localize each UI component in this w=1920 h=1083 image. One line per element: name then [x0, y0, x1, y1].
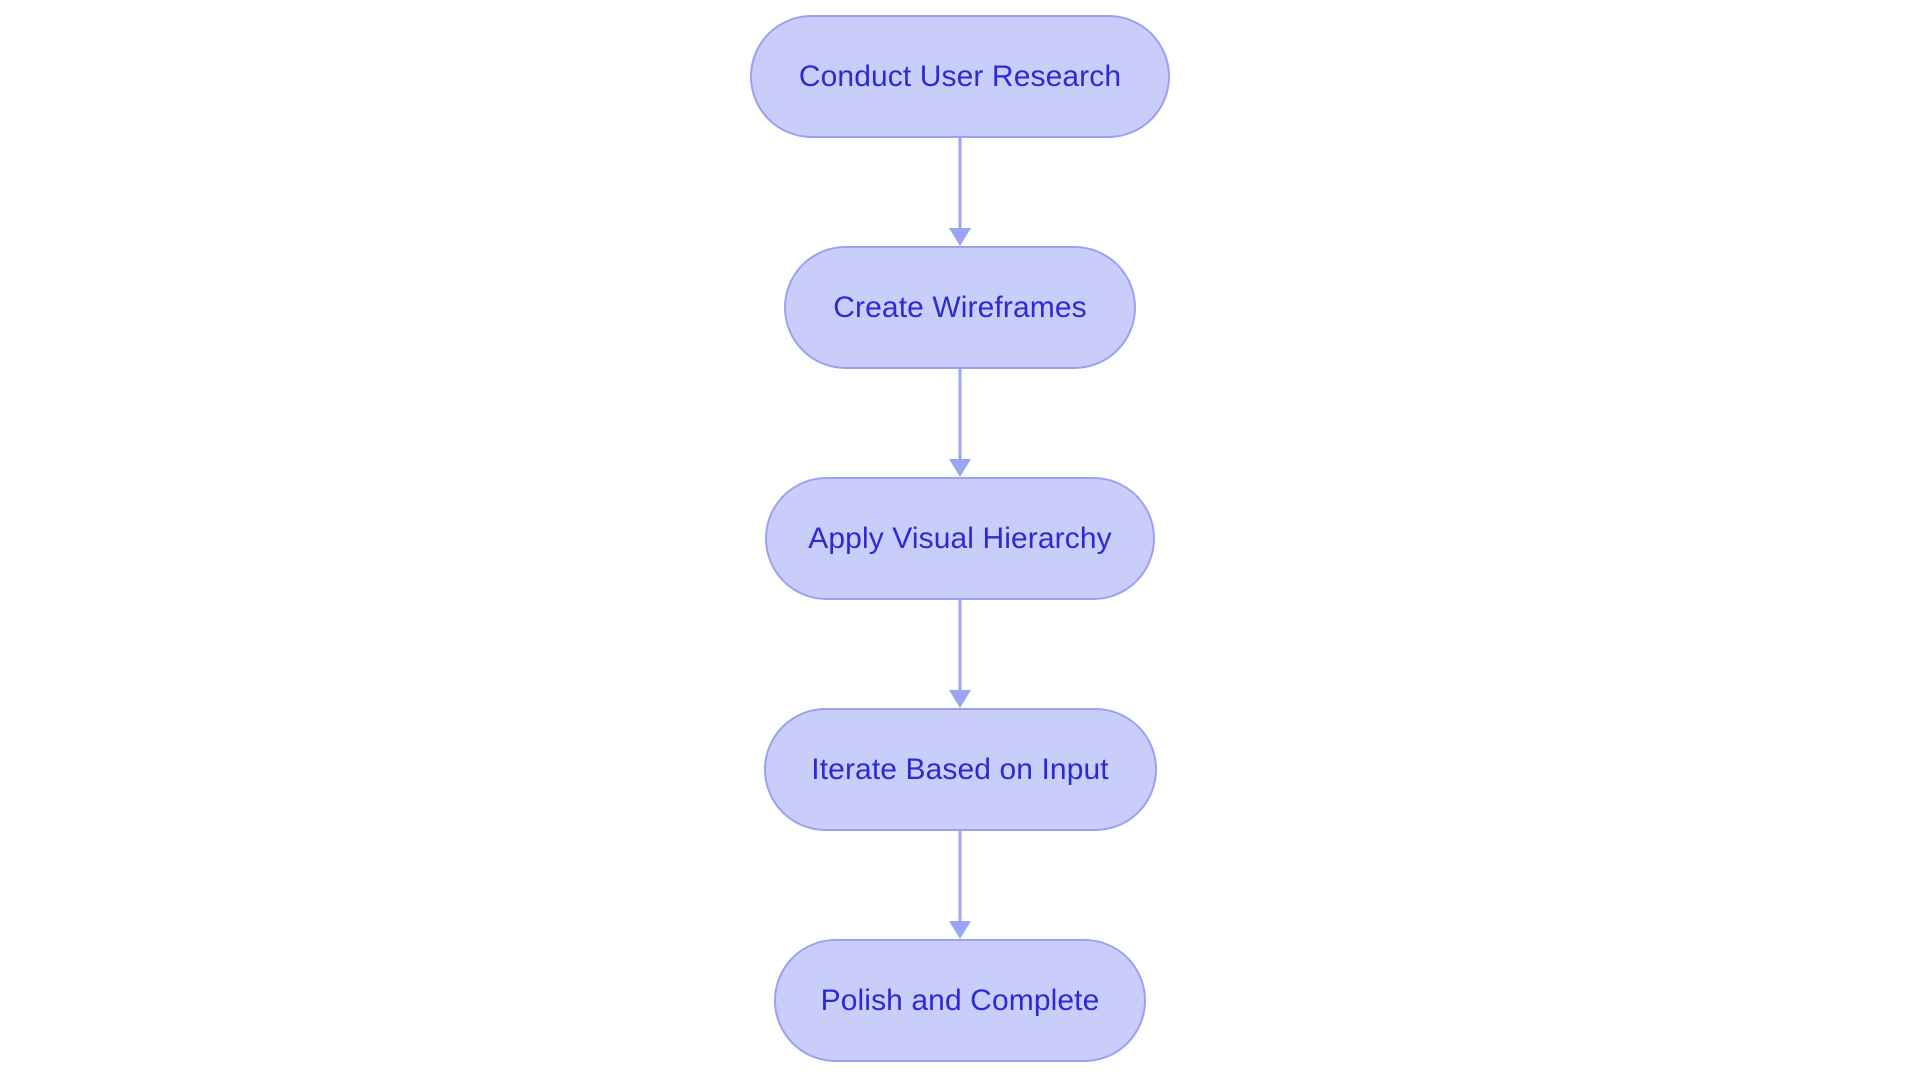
flow-node-label: Conduct User Research [798, 59, 1122, 93]
arrow-down-icon [949, 600, 971, 708]
flow-node-label: Apply Visual Hierarchy [808, 521, 1112, 555]
flow-node-polish-and-complete[interactable]: Polish and Complete [774, 939, 1146, 1062]
arrow-down-icon [949, 831, 971, 939]
flow-node-iterate-based-on-input[interactable]: Iterate Based on Input [763, 708, 1157, 831]
flow-node-conduct-user-research[interactable]: Conduct User Research [750, 15, 1170, 138]
arrow-down-icon [949, 369, 971, 477]
flow-node-label: Create Wireframes [833, 290, 1087, 324]
flow-node-apply-visual-hierarchy[interactable]: Apply Visual Hierarchy [765, 477, 1155, 600]
flow-arrow-connector [948, 600, 972, 708]
flow-node-create-wireframes[interactable]: Create Wireframes [784, 246, 1136, 369]
flow-arrow-connector [948, 831, 972, 939]
flow-node-label: Iterate Based on Input [811, 752, 1109, 786]
flow-arrow-connector [948, 369, 972, 477]
flow-node-label: Polish and Complete [820, 983, 1100, 1017]
arrow-down-icon [949, 138, 971, 246]
flow-arrow-connector [948, 138, 972, 246]
